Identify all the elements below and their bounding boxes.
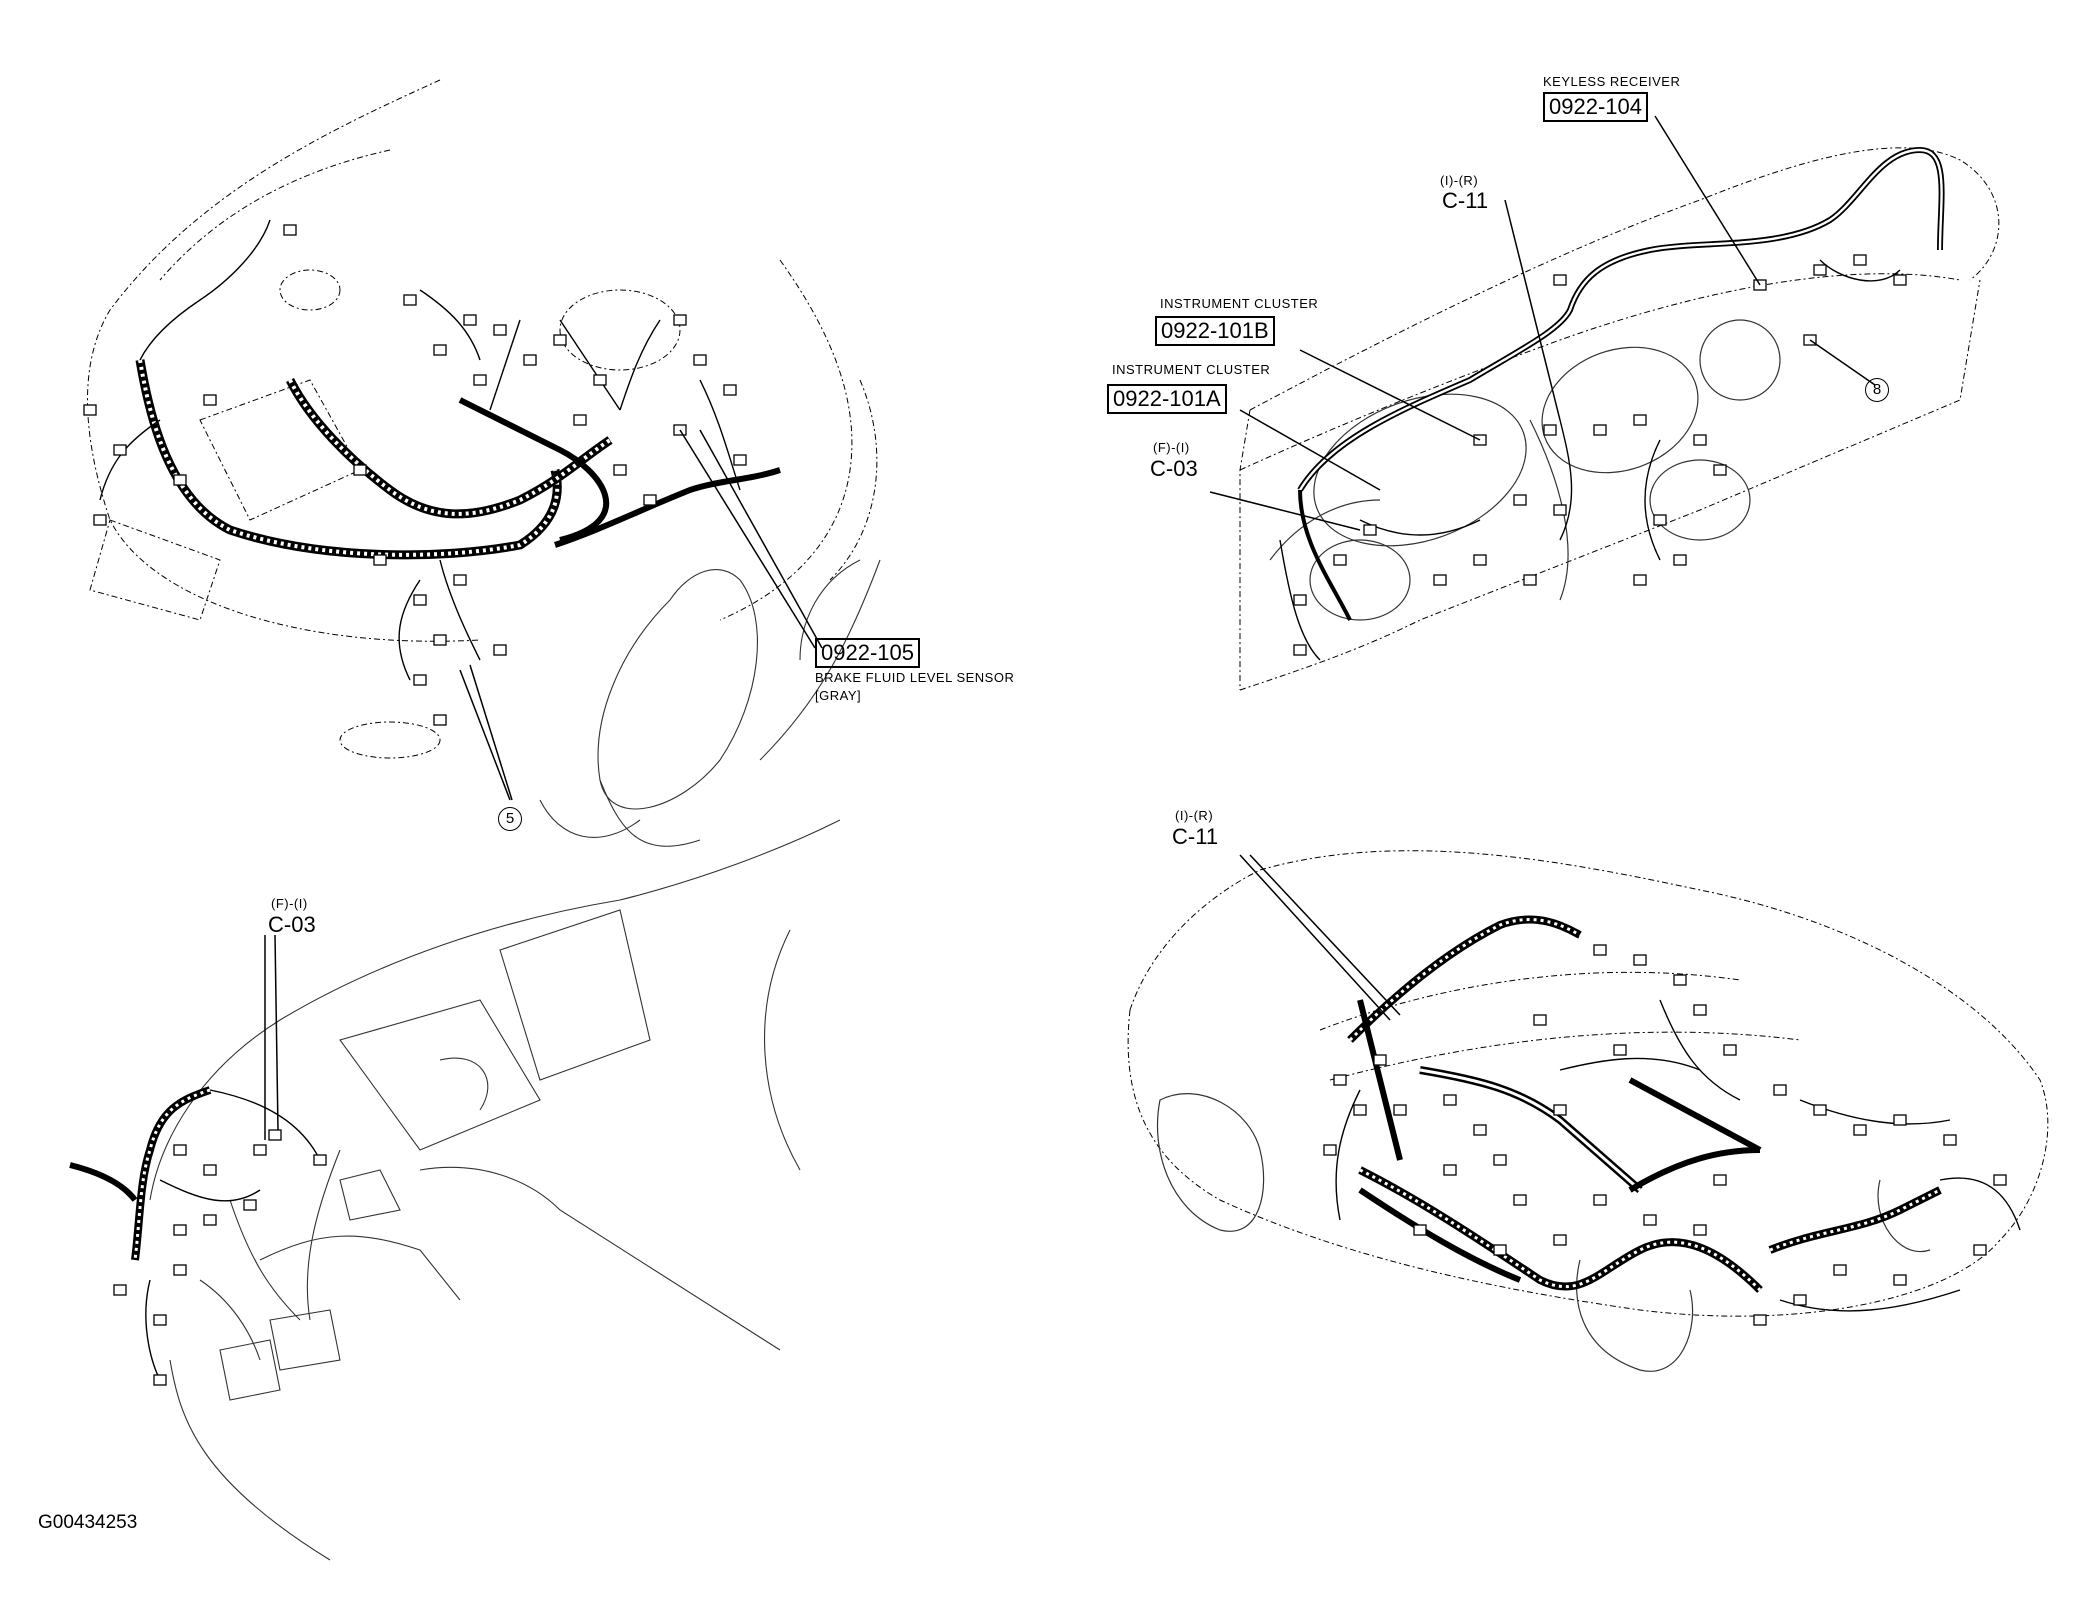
callout-number: 8 <box>1865 378 1889 402</box>
instrument-cluster-label: INSTRUMENT CLUSTER <box>1112 362 1271 377</box>
footwell-view <box>69 819 841 1561</box>
connector-code-c-03: C-03 <box>1150 456 1198 481</box>
connector-code-c-11: C-11 <box>1172 824 1219 849</box>
connector-code-0922-101a: 0922-101A <box>1107 384 1227 414</box>
location-code-label: (I)-(R) <box>1440 173 1479 188</box>
vehicle-overview-view <box>1127 850 2049 1372</box>
brake-fluid-sensor-label: BRAKE FLUID LEVEL SENSOR <box>815 670 1015 685</box>
instrument-panel-view <box>1209 115 2000 691</box>
connector-code-0922-104: 0922-104 <box>1543 92 1648 122</box>
location-code-label: (F)-(I) <box>1153 440 1190 455</box>
brake-fluid-color-label: [GRAY] <box>815 688 862 703</box>
callout-number: 5 <box>498 807 522 831</box>
instrument-cluster-label: INSTRUMENT CLUSTER <box>1160 296 1319 311</box>
location-code-label: (F)-(I) <box>271 896 308 911</box>
keyless-receiver-label: KEYLESS RECEIVER <box>1543 74 1681 89</box>
connector-code-0922-101b: 0922-101B <box>1155 316 1275 346</box>
location-code-label: (I)-(R) <box>1175 808 1214 823</box>
engine-compartment-view <box>83 79 881 847</box>
connector-code-c-03: C-03 <box>268 912 316 937</box>
figure-id: G00434253 <box>38 1512 138 1533</box>
connector-code-0922-105: 0922-105 <box>815 638 920 668</box>
connector-code-c-11: C-11 <box>1442 188 1489 213</box>
